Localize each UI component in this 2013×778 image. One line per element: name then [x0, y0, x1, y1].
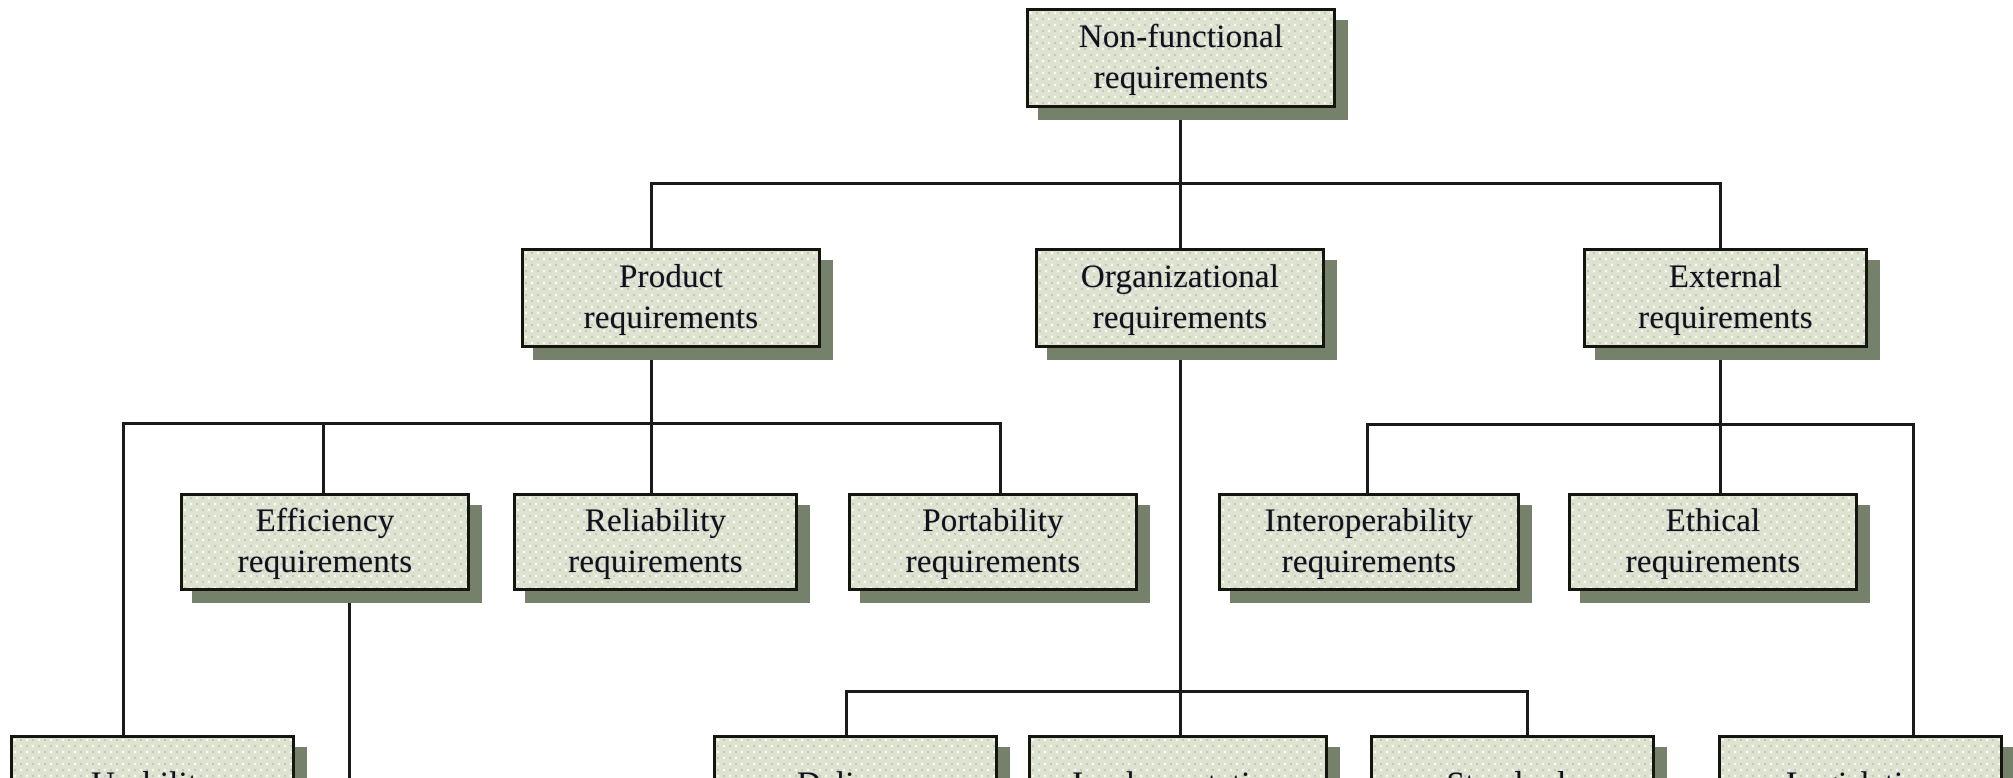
- node-organizational-requirements[interactable]: Organizational requirements: [1035, 248, 1337, 360]
- node-label: External requirements: [1638, 259, 1813, 336]
- connector-external-down: [1719, 346, 1722, 424]
- node-label: Ethical requirements: [1625, 503, 1801, 580]
- node-label: Standards: [1441, 764, 1585, 778]
- connector-product-up: [650, 182, 653, 250]
- connector-efficiency-up: [322, 422, 325, 495]
- node-implementation[interactable]: Implementation: [1028, 735, 1340, 778]
- connector-standards-up: [1526, 690, 1529, 738]
- connector-organizational-up: [1179, 182, 1182, 250]
- node-box: Legislative: [1718, 735, 2003, 778]
- connector-implementation-up: [1179, 690, 1182, 738]
- node-label: Non-functional requirements: [1078, 19, 1284, 96]
- node-legislative[interactable]: Legislative: [1718, 735, 2013, 778]
- node-label: Reliability requirements: [568, 503, 743, 580]
- node-label: Product requirements: [583, 259, 759, 336]
- connector-reliability-up: [650, 422, 653, 495]
- connector-usability-drop: [122, 422, 125, 740]
- node-efficiency-requirements[interactable]: Efficiency requirements: [180, 493, 482, 603]
- node-product-requirements[interactable]: Product requirements: [521, 248, 833, 360]
- connector-interoperability-up: [1366, 423, 1369, 495]
- node-box: Implementation: [1028, 735, 1328, 778]
- connector-root-down: [1179, 106, 1182, 184]
- node-box: Standards: [1370, 735, 1655, 778]
- node-label: Implementation: [1066, 764, 1290, 778]
- node-box: Portability requirements: [848, 493, 1138, 591]
- node-usability[interactable]: Usability: [10, 735, 307, 778]
- connector-efficiency-down: [348, 589, 351, 778]
- node-label: Delivery: [791, 764, 920, 778]
- connector-ethical-up: [1719, 423, 1722, 495]
- connector-product-bus: [122, 422, 1002, 425]
- node-label: Organizational requirements: [1080, 259, 1280, 336]
- node-external-requirements[interactable]: External requirements: [1583, 248, 1880, 360]
- node-box: Product requirements: [521, 248, 821, 348]
- node-standards[interactable]: Standards: [1370, 735, 1667, 778]
- node-box: Interoperability requirements: [1218, 493, 1520, 591]
- node-label: Legislative: [1780, 764, 1941, 778]
- node-interoperability-requirements[interactable]: Interoperability requirements: [1218, 493, 1532, 603]
- node-box: Ethical requirements: [1568, 493, 1858, 591]
- node-non-functional-requirements[interactable]: Non-functional requirements: [1026, 8, 1348, 120]
- node-reliability-requirements[interactable]: Reliability requirements: [513, 493, 810, 603]
- connector-external-bus: [1366, 423, 1915, 426]
- connector-delivery-up: [845, 690, 848, 738]
- connector-level1-bus: [650, 182, 1722, 185]
- node-box: External requirements: [1583, 248, 1868, 348]
- connector-organizational-bus: [845, 690, 1529, 693]
- node-label: Portability requirements: [905, 503, 1081, 580]
- node-box: Non-functional requirements: [1026, 8, 1336, 108]
- connector-external-up: [1719, 182, 1722, 250]
- node-portability-requirements[interactable]: Portability requirements: [848, 493, 1150, 603]
- node-box: Reliability requirements: [513, 493, 798, 591]
- node-label: Usability: [85, 764, 220, 778]
- node-ethical-requirements[interactable]: Ethical requirements: [1568, 493, 1870, 603]
- node-box: Usability: [10, 735, 295, 778]
- node-box: Organizational requirements: [1035, 248, 1325, 348]
- connector-organizational-down: [1179, 346, 1182, 690]
- node-label: Efficiency requirements: [237, 503, 413, 580]
- connector-legislative-drop: [1912, 423, 1915, 738]
- connector-product-down: [650, 346, 653, 424]
- node-label: Interoperability requirements: [1264, 503, 1474, 580]
- node-box: Delivery: [713, 735, 998, 778]
- node-box: Efficiency requirements: [180, 493, 470, 591]
- node-delivery[interactable]: Delivery: [713, 735, 1010, 778]
- connector-portability-up: [999, 422, 1002, 495]
